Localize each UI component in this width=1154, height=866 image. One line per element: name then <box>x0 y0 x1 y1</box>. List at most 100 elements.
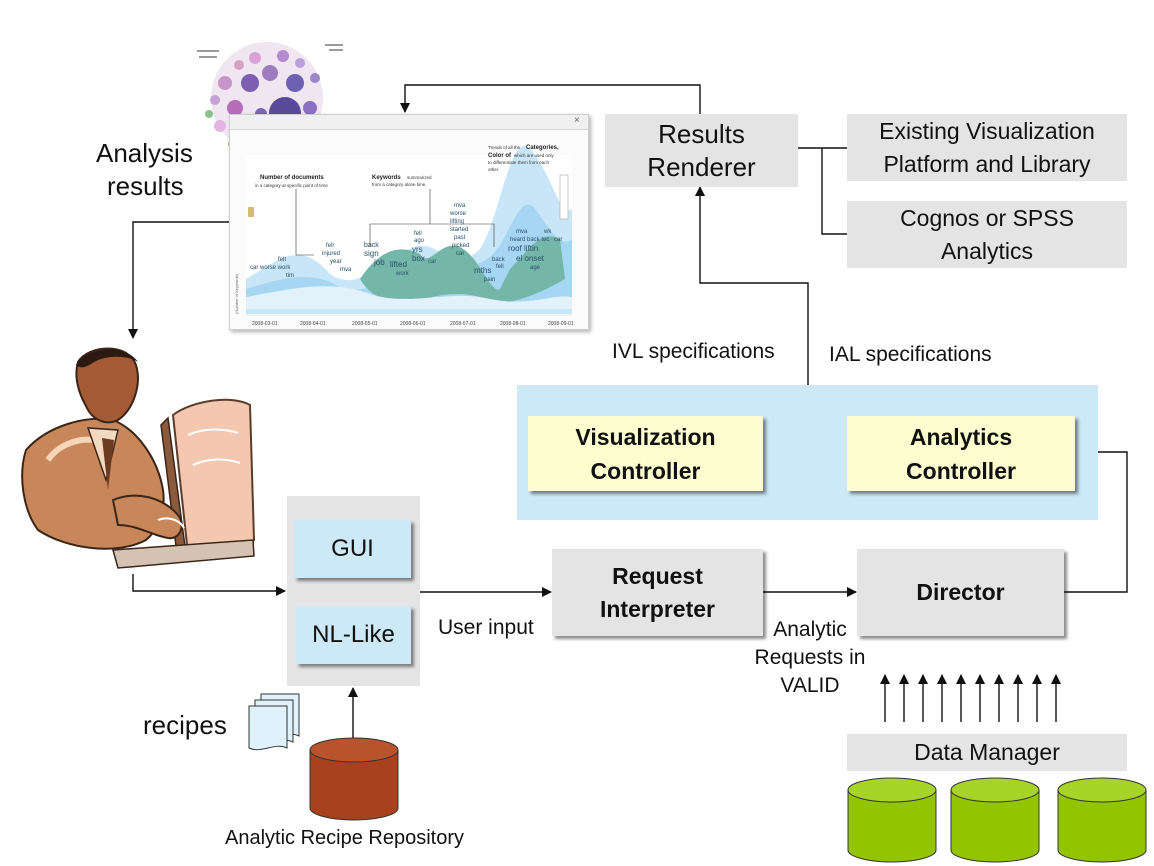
director-label: Director <box>916 579 1005 605</box>
date-tick: 2008-08-01 <box>500 321 526 327</box>
visualization-controller-box[interactable]: Visualization Controller <box>528 416 763 491</box>
existing-visualization-label: Existing Visualization <box>879 117 1095 144</box>
word: box <box>412 254 425 263</box>
director-box[interactable]: Director <box>857 549 1064 636</box>
ial-specifications-label: IAL specifications <box>829 343 992 366</box>
request-interpreter-box[interactable]: Request Interpreter <box>552 549 763 636</box>
person-at-computer-icon <box>21 347 256 569</box>
results-renderer-label: Renderer <box>647 151 756 182</box>
gui-box[interactable]: GUI <box>294 520 411 578</box>
word: mva <box>516 229 528 235</box>
analysis-results-label-1: Analysis <box>96 138 193 168</box>
annotation-trends-6: other. <box>488 167 499 172</box>
annotation-docs-sub: in a category at specific point of time <box>255 183 328 188</box>
person-to-gui-arrow <box>132 574 286 596</box>
renderer-to-cognos-line <box>821 148 848 235</box>
word: fell <box>496 264 504 270</box>
gui-label: GUI <box>331 535 374 562</box>
word: back <box>364 242 379 249</box>
analytics-controller-box[interactable]: Analytics Controller <box>847 416 1075 491</box>
nl-like-box[interactable]: NL-Like <box>296 606 411 664</box>
data-manager-label: Data Manager <box>914 739 1060 765</box>
results-renderer-label: Results <box>658 118 745 149</box>
annotation-keywords-title: Keywords <box>372 175 401 181</box>
word: mths <box>474 266 491 275</box>
word: picked <box>452 243 469 249</box>
request-interpreter-label: Request <box>612 562 703 589</box>
date-tick: 2008-04-01 <box>300 321 326 327</box>
legend-strip <box>559 174 569 220</box>
repository-label: Analytic Recipe Repository <box>225 827 464 849</box>
word: lifted <box>390 260 407 269</box>
user-input-label: User input <box>438 616 534 639</box>
word: injured <box>322 251 340 257</box>
word: year <box>330 259 342 265</box>
request-interpreter-label: Interpreter <box>599 595 716 622</box>
date-tick: 2008-03-01 <box>252 321 278 327</box>
word: past <box>454 235 466 241</box>
word: heard back tec <box>510 237 549 243</box>
word: roof liftin <box>508 244 538 253</box>
streamgraph: Number of documents in a category at spe… <box>234 145 574 327</box>
annotation-docs-title: Number of documents <box>260 175 324 181</box>
analysis-results-screenshot: × Number of documents in a category at s… <box>229 114 589 330</box>
word: yrs <box>412 245 423 254</box>
recipes-label: recipes <box>143 710 227 740</box>
slider-handle[interactable] <box>248 207 254 217</box>
cognos-spss-box[interactable]: Cognos or SPSS Analytics <box>847 201 1127 268</box>
analytics-controller-label: Controller <box>906 457 1016 484</box>
database-cylinder-icon <box>847 777 937 863</box>
word: car <box>554 237 562 243</box>
word: work <box>395 271 410 277</box>
word: job <box>373 258 385 267</box>
director-to-controllers-line <box>1064 451 1128 593</box>
database-cylinder-icon <box>1057 777 1147 863</box>
annotation-trends-5: to differentiate them from each <box>488 160 549 165</box>
controllers-to-renderer-arrow <box>695 186 809 385</box>
date-tick: 2008-09-01 <box>548 321 574 327</box>
annotation-keywords-sub2: from a category alone time. <box>372 182 427 187</box>
date-tick: 2008-05-01 <box>352 321 378 327</box>
y-axis-label: (Number of Keywords) <box>234 273 239 314</box>
data-manager-box[interactable]: Data Manager <box>847 734 1127 771</box>
database-cylinder-icon <box>950 777 1040 863</box>
document-stack-icon <box>248 693 300 751</box>
annotation-keywords-sub: summarized <box>407 175 432 180</box>
annotation-trends-2: Categories, <box>526 145 559 151</box>
word: ago <box>414 238 425 244</box>
analytic-requests-line: Analytic <box>773 618 847 641</box>
analysis-results-label-2: results <box>107 171 184 201</box>
word: back <box>492 257 506 263</box>
word: car <box>456 251 464 257</box>
analytic-requests-label: Analytic Requests in VALID <box>750 616 870 700</box>
word: sign <box>364 249 379 258</box>
analytic-requests-line: VALID <box>780 674 840 697</box>
word: mva <box>340 267 352 273</box>
existing-visualization-label: Platform and Library <box>883 150 1091 177</box>
word: worse <box>449 211 467 217</box>
word: car worse work <box>250 265 291 271</box>
results-to-person-arrow <box>128 221 230 339</box>
data-stores <box>847 777 1147 863</box>
analytics-controller-label: Analytics <box>909 423 1013 450</box>
word: fell <box>414 231 422 237</box>
nl-like-label: NL-Like <box>312 621 395 648</box>
existing-visualization-box[interactable]: Existing Visualization Platform and Libr… <box>847 114 1127 181</box>
date-tick: 2008-07-01 <box>450 321 476 327</box>
visualization-controller-label: Visualization <box>575 423 716 450</box>
cognos-label: Cognos or SPSS <box>900 204 1074 231</box>
word: el onset <box>516 254 545 263</box>
annotation-trends-4: which are used only <box>514 153 555 158</box>
visualization-controller-label: Controller <box>590 457 701 484</box>
data-manager-arrows <box>880 674 1061 722</box>
ivl-specifications-label: IVL specifications <box>612 340 775 363</box>
results-renderer-box[interactable]: Results Renderer <box>605 114 798 187</box>
analytic-requests-line: Requests in <box>754 646 866 669</box>
database-cylinder-icon <box>309 737 399 821</box>
word: pain <box>484 277 495 283</box>
word: wk <box>543 229 552 235</box>
renderer-to-results-arrow <box>400 84 701 114</box>
date-tick: 2008-06-01 <box>400 321 426 327</box>
word: tim <box>286 273 294 279</box>
